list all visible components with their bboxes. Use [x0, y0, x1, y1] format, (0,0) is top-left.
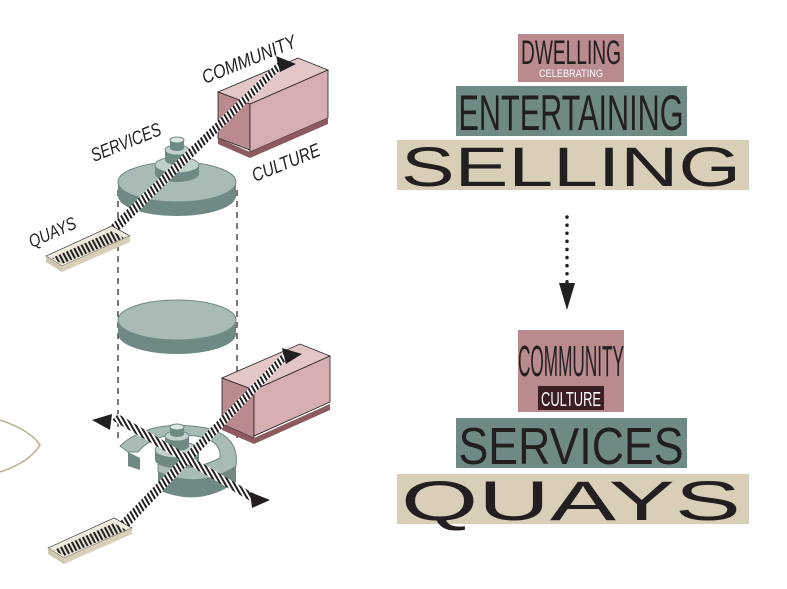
word-dwelling: DWELLING: [521, 34, 621, 72]
route-bottom-cross: [112, 414, 258, 502]
arrow-head-bottom: [282, 348, 302, 364]
word-services: SERVICES: [459, 418, 684, 476]
arrow-head-left: [92, 414, 112, 430]
culture-building-bottom: [220, 343, 332, 444]
culture-label-block: [538, 386, 604, 410]
word-stack-after: COMMUNITY CULTURE SERVICES QUAYS: [397, 330, 749, 532]
bottom-platform: [119, 423, 237, 498]
isometric-illustration: COMMUNITY SERVICES QUAYS CULTURE: [0, 31, 332, 564]
word-quays: QUAYS: [401, 469, 741, 532]
word-entertaining: ENTERTAINING: [459, 85, 684, 141]
leaf-outline: [0, 419, 41, 473]
word-stack-before: DWELLING CELEBRATING ENTERTAINING SELLIN…: [397, 34, 749, 198]
quay-slab-bottom: [47, 517, 133, 564]
word-culture: CULTURE: [541, 389, 601, 411]
word-selling: SELLING: [401, 135, 741, 198]
selling-block: [397, 140, 749, 190]
middle-platform: [117, 299, 237, 354]
route-top: [106, 58, 286, 236]
arrow-head-top: [276, 56, 296, 72]
transformation-arrow: [559, 215, 575, 310]
arrow-down-icon: [559, 283, 575, 310]
quays-block: [397, 474, 749, 524]
route-bottom-main: [108, 350, 290, 540]
services-block: [456, 418, 687, 468]
word-community: COMMUNITY: [518, 337, 624, 386]
entertaining-block: [456, 86, 687, 136]
label-services: SERVICES: [88, 119, 165, 166]
dwelling-block: [518, 34, 624, 82]
arrow-head-right: [250, 492, 270, 508]
quay-slab-top: [45, 225, 131, 272]
word-celebrating: CELEBRATING: [539, 68, 603, 80]
